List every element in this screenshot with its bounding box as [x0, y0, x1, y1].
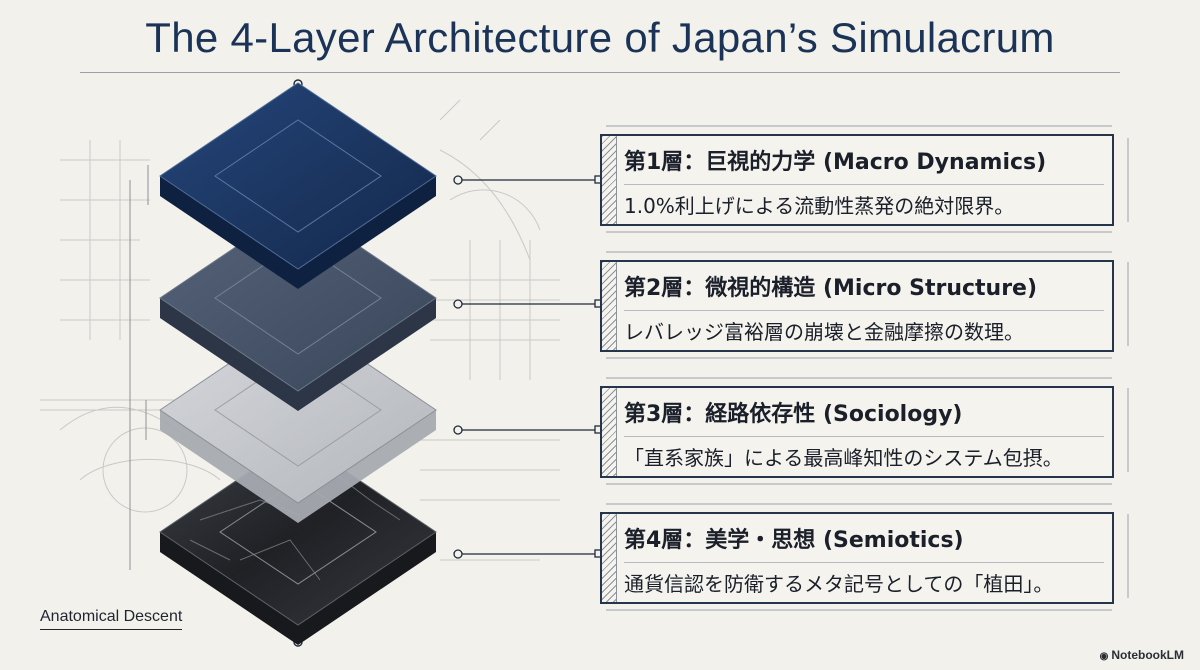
card-hatch [602, 514, 617, 602]
layer-3-heading: 第3層：経路依存性 (Sociology) [624, 402, 963, 427]
card-divider [624, 562, 1104, 563]
card-hatch [602, 136, 617, 224]
card-hatch [602, 388, 617, 476]
layer-4-heading: 第4層：美学・思想 (Semiotics) [624, 528, 964, 553]
page-title: The 4-Layer Architecture of Japan’s Simu… [145, 14, 1055, 61]
layer-1-card: 第1層：巨視的力学 (Macro Dynamics) 1.0%利上げによる流動性… [600, 134, 1114, 226]
title-divider [80, 72, 1120, 73]
layer-4-slab [159, 438, 437, 645]
layer-2-description: レバレッジ富裕層の崩壊と金融摩擦の数理。 [624, 320, 1024, 344]
layer-4-description: 通貨信認を防衛するメタ記号としての「植田」。 [624, 572, 1054, 596]
layer-1-description: 1.0%利上げによる流動性蒸発の絶対限界。 [624, 194, 1015, 218]
brand-mark: ◉NotebookLM [1100, 648, 1184, 662]
layer-2-card: 第2層：微視的構造 (Micro Structure) レバレッジ富裕層の崩壊と… [600, 260, 1114, 352]
layer-2-heading: 第2層：微視的構造 (Micro Structure) [624, 276, 1038, 301]
layer-2-slab [159, 204, 437, 411]
notebook-icon: ◉ [1099, 651, 1109, 662]
layer-3-description: 「直系家族」による最高峰知性のシステム包摂。 [624, 446, 1063, 470]
layer-4-card: 第4層：美学・思想 (Semiotics) 通貨信認を防衛するメタ記号としての「… [600, 512, 1114, 604]
diagram-caption: Anatomical Descent [40, 608, 183, 630]
card-divider [624, 310, 1104, 311]
layer-1-heading: 第1層：巨視的力学 (Macro Dynamics) [624, 150, 1047, 175]
card-hatch [602, 262, 617, 350]
brand-name: NotebookLM [1111, 648, 1184, 662]
card-divider [624, 184, 1104, 185]
layer-1-slab [159, 82, 437, 289]
card-divider [624, 436, 1104, 437]
layer-3-card: 第3層：経路依存性 (Sociology) 「直系家族」による最高峰知性のシステ… [600, 386, 1114, 478]
